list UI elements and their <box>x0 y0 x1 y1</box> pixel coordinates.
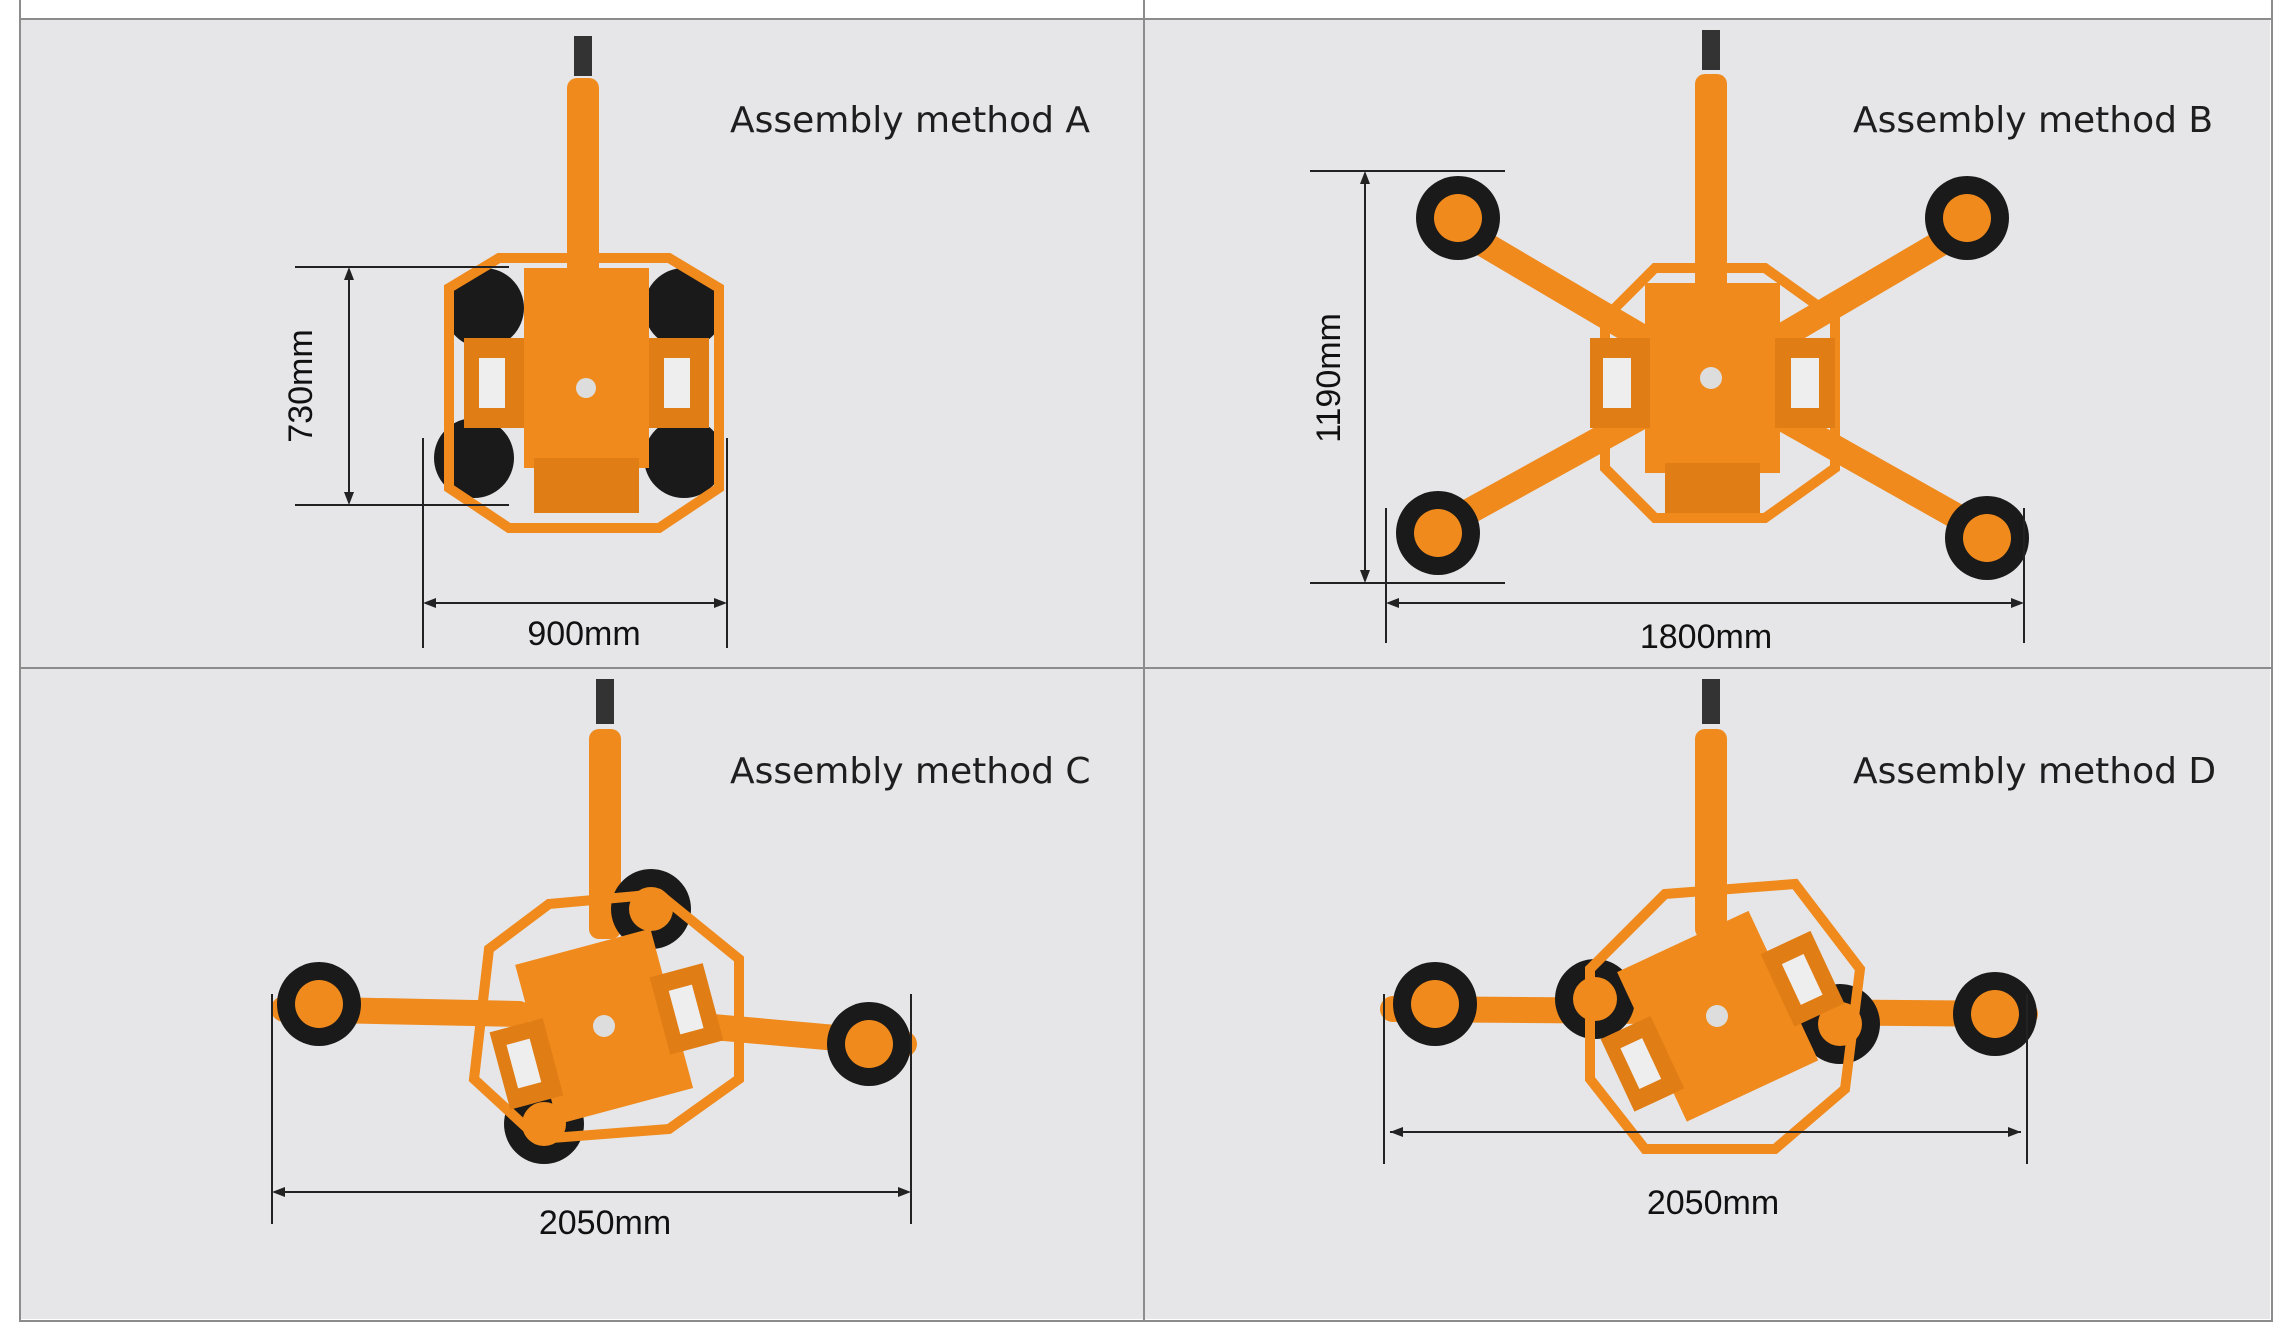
lifter-diagram-a: 730mm 900mm <box>282 36 728 653</box>
panel-assembly-a: 730mm 900mm Assembly method A <box>19 18 1144 668</box>
panel-title: Assembly method D <box>1853 751 2217 792</box>
grid-border <box>19 18 2273 1322</box>
panel-assembly-c: 2050mm Assembly method C <box>19 669 1144 1319</box>
grid-divider-vertical <box>1143 0 1145 1322</box>
panel-title: Assembly method C <box>730 751 1091 792</box>
panel-title: Assembly method B <box>1853 100 2214 141</box>
dimension-label: 2050mm <box>1647 1184 1779 1222</box>
grid-divider-horizontal <box>19 667 2273 669</box>
dimension-label: 2050mm <box>539 1204 671 1242</box>
top-strip <box>19 0 2273 18</box>
lifter-diagram-d: 2050mm <box>1380 679 2038 1222</box>
dimension-label: 1800mm <box>1640 618 1772 656</box>
lifter-d <box>1380 679 2038 1154</box>
panel-title: Assembly method A <box>730 100 1091 141</box>
dimension-label: 900mm <box>527 615 640 653</box>
lifter-diagram-c: 2050mm <box>271 679 917 1242</box>
panel-assembly-b: 1190mm 1800mm Assembly method B <box>1145 18 2270 668</box>
dimension-label: 1190mm <box>1310 313 1348 443</box>
panel-assembly-d: 2050mm Assembly method D <box>1145 669 2270 1319</box>
lifter-c <box>271 679 917 1164</box>
lifter-a <box>434 36 724 533</box>
lifter-b <box>1396 30 2029 580</box>
lifter-diagram-b: 1190mm 1800mm <box>1310 30 2029 656</box>
dimension-label: 730mm <box>282 329 320 442</box>
